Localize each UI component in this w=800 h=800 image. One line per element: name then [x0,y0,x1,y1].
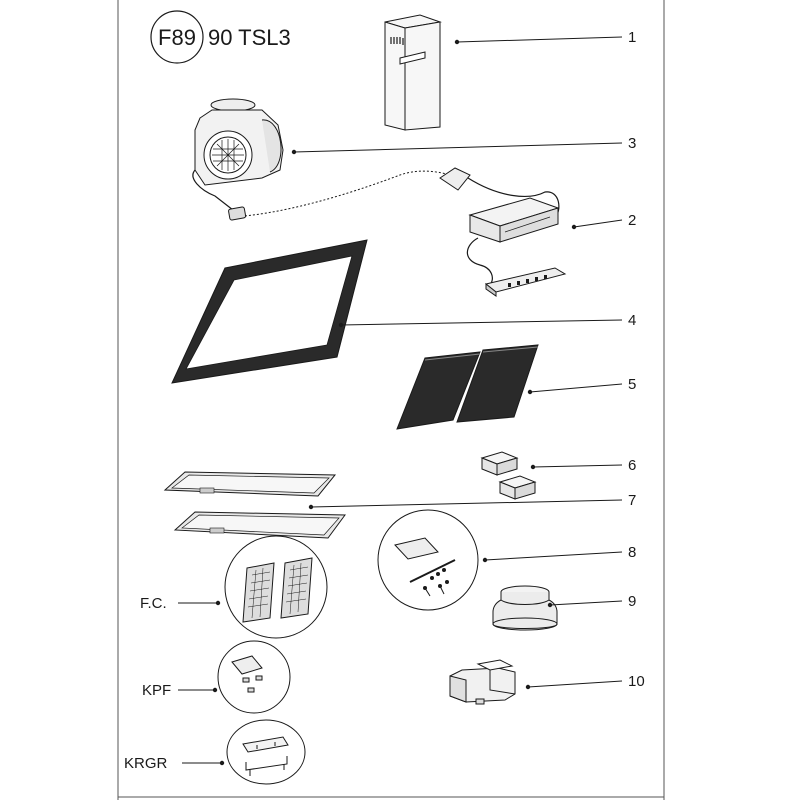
label-kpf: KPF [142,682,171,699]
callout-8: 8 [628,544,636,561]
part-small-boxes [480,451,537,500]
callout-6: 6 [628,457,636,474]
callout-9: 9 [628,593,636,610]
motor-cable [244,170,451,217]
callout-2: 2 [628,212,636,229]
label-krgr: KRGR [124,755,168,772]
model-title: 90 TSL3 [208,25,291,50]
callout-4: 4 [628,312,636,329]
part-carbon-filters [224,535,328,639]
part-accessory-kit [377,509,479,611]
callout-3: 3 [628,135,636,152]
part-krgr-kit [226,719,306,785]
callout-10: 10 [628,673,645,690]
leader-lines [178,36,623,764]
label-fc: F.C. [140,595,167,612]
badge-circle [150,10,204,64]
part-round-duct [492,585,558,631]
callout-7: 7 [628,492,636,509]
part-duct-adapter [449,659,516,705]
leader-dots [212,39,577,766]
part-grease-filters [163,471,346,539]
part-chimney [384,14,442,131]
part-electronic-control [439,167,567,297]
part-glass-frame [171,239,368,384]
callout-5: 5 [628,376,636,393]
model-header: F89 90 TSL3 [150,10,291,64]
part-motor-fan [192,98,284,221]
callout-1: 1 [628,29,636,46]
badge-text: F89 [158,25,196,50]
part-kpf-kit [217,640,291,714]
part-filter-panels [396,344,539,430]
